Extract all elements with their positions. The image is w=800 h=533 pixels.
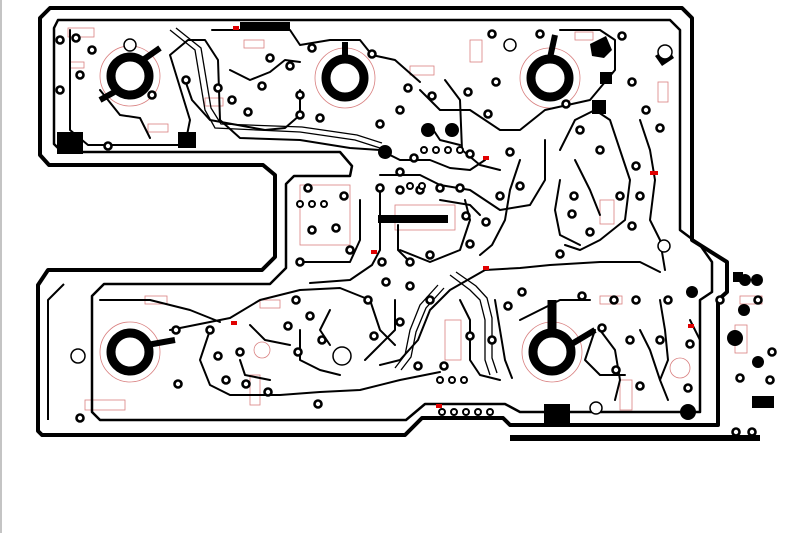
silk-resistor [574, 31, 594, 41]
silk-pot-outline [99, 321, 161, 383]
mounting-holes [70, 38, 673, 415]
pad-square [57, 132, 83, 154]
pad-round-large [445, 123, 459, 137]
via-pads [55, 29, 777, 437]
pot-top-left [98, 45, 162, 103]
silk-resistor [599, 199, 615, 225]
pad-round-large [751, 274, 763, 286]
pad-square [600, 72, 612, 84]
pad-round-large [739, 274, 751, 286]
silk-cap-outline [669, 357, 691, 379]
pad-square [592, 100, 606, 114]
silk-resistor [259, 299, 281, 309]
silk-resistor [84, 399, 126, 411]
pad-square [544, 404, 570, 424]
silk-resistor [469, 39, 483, 63]
silk-resistor [204, 97, 224, 107]
silk-resistor [249, 374, 261, 406]
silk-resistor [619, 379, 633, 411]
pad-square [240, 22, 290, 30]
pad-round-large [421, 123, 435, 137]
silk-ic [299, 184, 351, 246]
pad-square [752, 396, 774, 408]
left-bottom-trace [47, 283, 65, 420]
silk-resistor [243, 39, 265, 49]
silk-resistor [444, 319, 462, 361]
silk-cap-outline [253, 341, 271, 359]
pad-irregular [590, 36, 612, 58]
silk-resistor [657, 81, 669, 103]
silk-resistor [409, 65, 435, 76]
silk-resistor [599, 295, 623, 305]
pad-round-large [738, 304, 750, 316]
red-markers [231, 26, 694, 408]
pad-round-large [686, 286, 698, 298]
board-outline [36, 6, 760, 441]
pot-bottom-left [106, 328, 176, 376]
pad-round-large [378, 145, 392, 159]
pot-top-right [526, 34, 574, 102]
ic-pin-rows [296, 146, 494, 416]
inner-ground-trace [52, 18, 714, 422]
pad-ic-row [378, 215, 448, 223]
pad-round-large [752, 356, 764, 368]
silk-resistor [67, 27, 95, 38]
pad-round-large [727, 330, 743, 346]
outline-trace [36, 6, 729, 437]
pad-square [178, 132, 196, 148]
pad-square [733, 272, 743, 282]
pot-top-middle [321, 42, 369, 102]
pot-bottom-right [528, 300, 597, 376]
pad-round-large [680, 404, 696, 420]
solid-pads [57, 22, 774, 424]
potentiometer-pads [98, 34, 597, 376]
silk-resistor [147, 123, 169, 133]
